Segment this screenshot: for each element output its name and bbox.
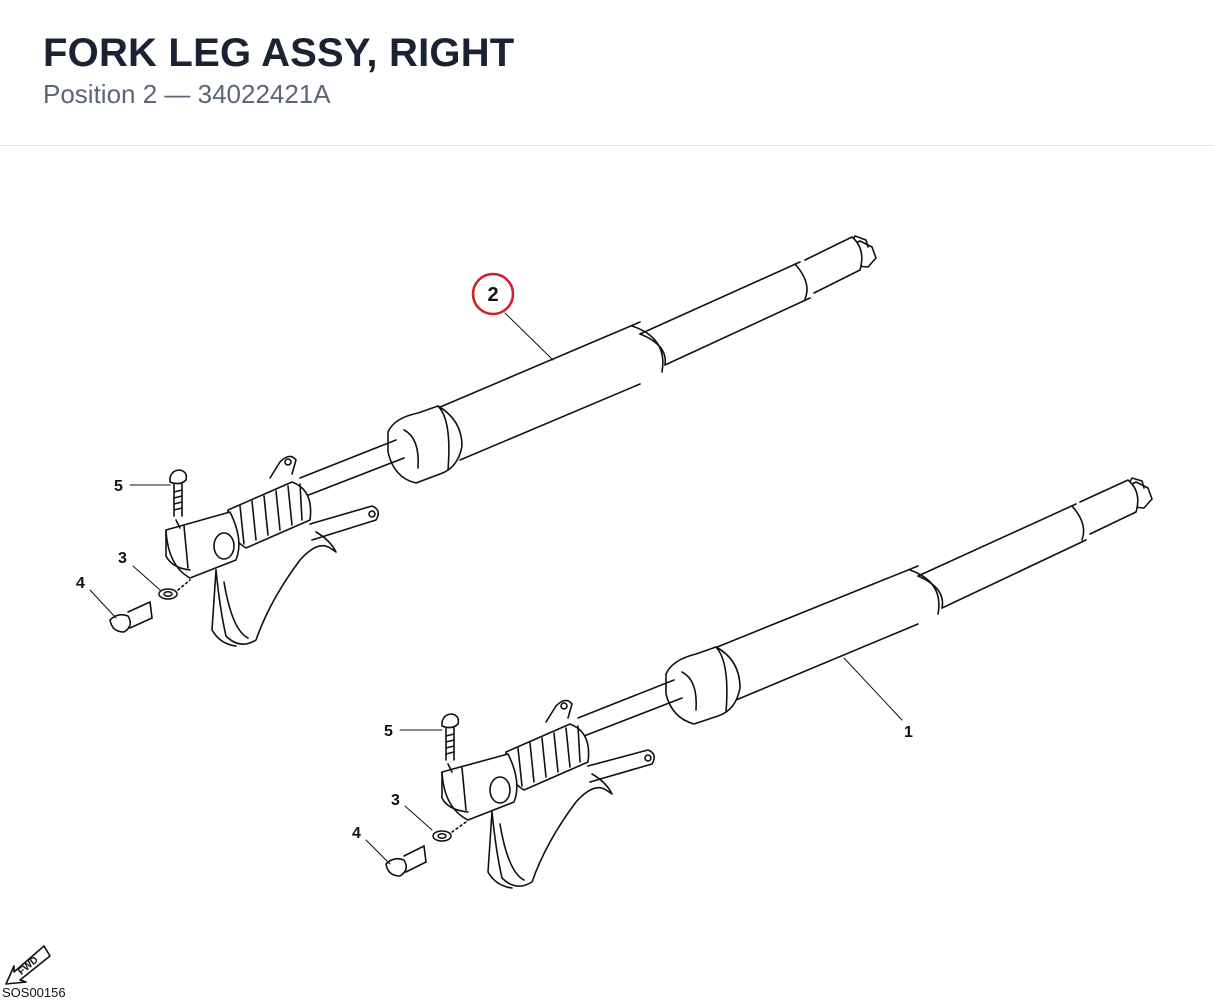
fork-leg-lower [385, 477, 1153, 889]
page-title: FORK LEG ASSY, RIGHT [43, 31, 515, 75]
highlighted-callout-ring [471, 272, 515, 316]
page-subtitle: Position 2 — 34022421A [43, 79, 331, 109]
fwd-arrow-icon: FWD [5, 945, 51, 985]
leader-lines [89, 312, 903, 865]
callout-1: 1 [904, 724, 913, 741]
callout-3-lower: 3 [391, 792, 400, 809]
page-header: FORK LEG ASSY, RIGHT Position 2 — 340224… [0, 0, 1214, 146]
callout-5-upper: 5 [114, 478, 123, 495]
callout-5-lower: 5 [384, 723, 393, 740]
callout-4-lower: 4 [352, 825, 361, 842]
catalog-code: SOS00156 [2, 985, 66, 1000]
callout-3-upper: 3 [118, 550, 127, 567]
callout-2: 2 [487, 284, 498, 306]
callout-4-upper: 4 [76, 575, 85, 592]
fork-leg-upper [109, 235, 877, 647]
